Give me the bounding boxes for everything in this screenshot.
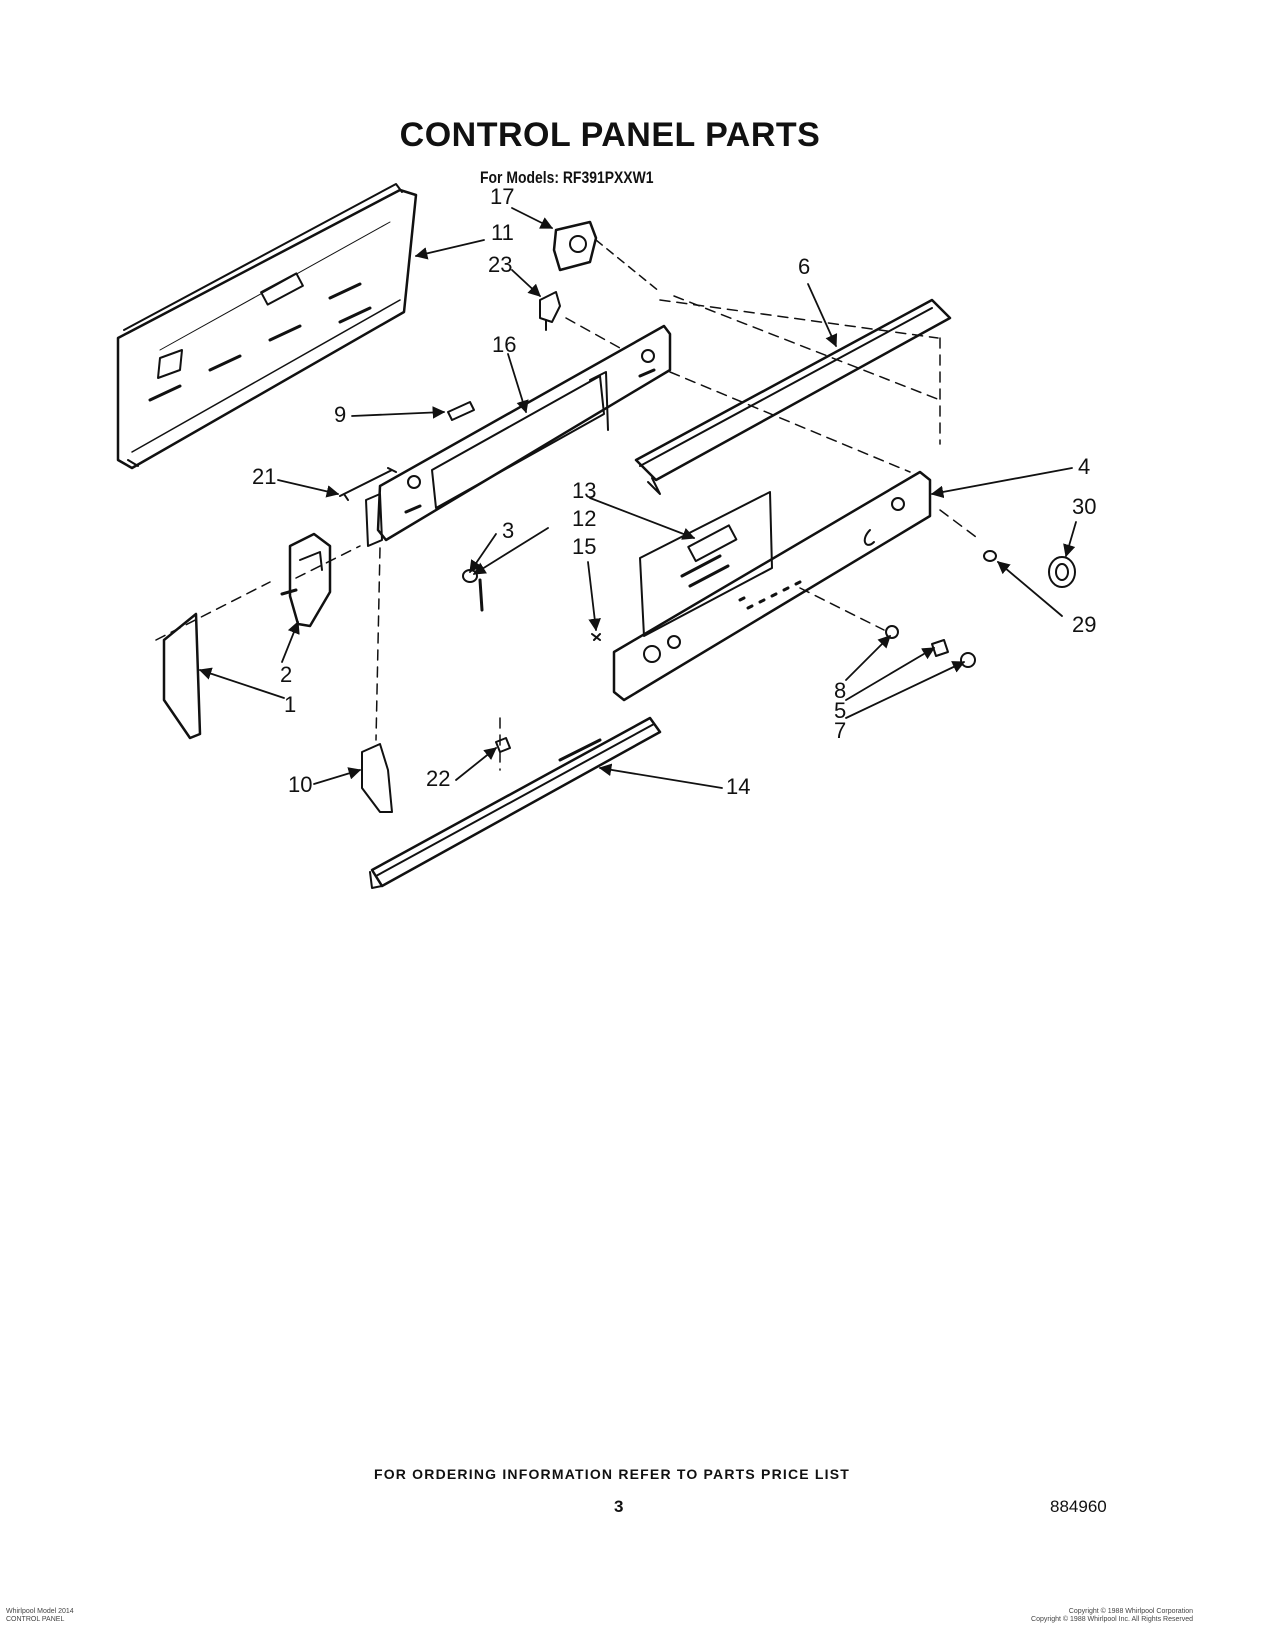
callout-1: 1 xyxy=(284,692,297,717)
callout-21: 21 xyxy=(252,464,277,489)
part-29-bushing xyxy=(983,550,997,562)
leader-lines xyxy=(198,207,1077,789)
part-9-bracket xyxy=(447,401,475,421)
callout-14: 14 xyxy=(726,774,751,799)
fine-print-right: Copyright © 1988 Whirlpool Corporation C… xyxy=(1031,1608,1193,1623)
callout-10: 10 xyxy=(288,772,313,797)
part-6-trim-strip xyxy=(634,298,952,495)
page-number: 3 xyxy=(614,1497,624,1516)
part-8-grommet xyxy=(885,625,899,639)
part-15-screw xyxy=(591,633,601,641)
part-1-side-bracket xyxy=(162,612,202,740)
part-2-end-cap xyxy=(280,532,332,628)
callout-23: 23 xyxy=(488,252,513,277)
callout-30: 30 xyxy=(1072,494,1097,519)
page-title: CONTROL PANEL PARTS xyxy=(399,116,821,154)
callout-11: 11 xyxy=(491,220,514,245)
callout-4: 4 xyxy=(1078,454,1091,479)
part-12-rod xyxy=(478,578,484,612)
part-30-knob xyxy=(1048,556,1076,588)
part-21-screw xyxy=(339,467,397,501)
callout-17: 17 xyxy=(490,184,515,209)
callout-8: 8 xyxy=(834,678,847,703)
part-13-control-board xyxy=(639,491,773,637)
models-subtitle: For Models: RF391PXXW1 xyxy=(480,168,654,187)
part-22-clip xyxy=(495,737,511,753)
callout-6: 6 xyxy=(798,254,811,279)
callout-16: 16 xyxy=(492,332,517,357)
callout-12: 12 xyxy=(572,506,597,531)
callout-7: 7 xyxy=(834,718,847,743)
callout-9: 9 xyxy=(334,402,347,427)
callout-15: 15 xyxy=(572,534,597,559)
part-10-end-bracket xyxy=(361,743,393,813)
callout-5: 5 xyxy=(834,698,847,723)
part-7-button xyxy=(960,652,976,668)
ordering-note: FOR ORDERING INFORMATION REFER TO PARTS … xyxy=(373,1466,851,1482)
part-16-panel-frame xyxy=(365,324,672,547)
document-part-number: 884960 xyxy=(1050,1497,1107,1516)
callout-29: 29 xyxy=(1072,612,1097,637)
alignment-lines xyxy=(155,295,981,771)
fine-print-left: Whirlpool Model 2014 CONTROL PANEL xyxy=(6,1608,74,1623)
callout-22: 22 xyxy=(426,766,451,791)
part-23-clip xyxy=(539,291,561,331)
callout-13: 13 xyxy=(572,478,597,503)
part-11-back-panel xyxy=(116,183,418,470)
part-17-timer xyxy=(552,220,661,293)
part-14-bottom-trim xyxy=(369,716,662,889)
callout-2: 2 xyxy=(280,662,293,687)
part-4-front-panel xyxy=(612,470,932,702)
callout-3: 3 xyxy=(502,518,515,543)
